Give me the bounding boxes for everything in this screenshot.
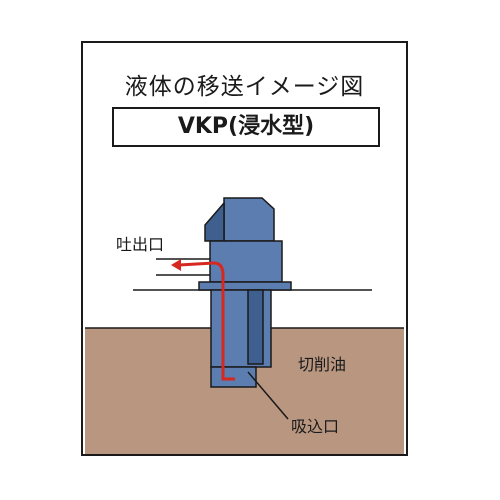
outlet-label: 吐出口 — [116, 235, 165, 254]
pump-motor — [204, 197, 283, 283]
inlet-pointer-line — [247, 371, 289, 420]
pump-suction-foot — [210, 366, 257, 388]
diagram-card: 液体の移送イメージ図 VKP(浸水型) 吐出口 — [81, 41, 408, 456]
model-label-box: VKP(浸水型) — [112, 107, 380, 147]
flow-arrowhead — [171, 259, 181, 271]
pump-flange — [198, 281, 292, 291]
diagram-title: 液体の移送イメージ図 — [124, 74, 365, 100]
pump-column — [210, 289, 272, 368]
flow-arrow — [178, 261, 235, 381]
pump-transfer-illustration — [85, 197, 404, 454]
inlet-label: 吸込口 — [291, 417, 340, 436]
cutting-oil-label: 切削油 — [298, 355, 347, 374]
cutting-oil-area — [85, 328, 404, 454]
